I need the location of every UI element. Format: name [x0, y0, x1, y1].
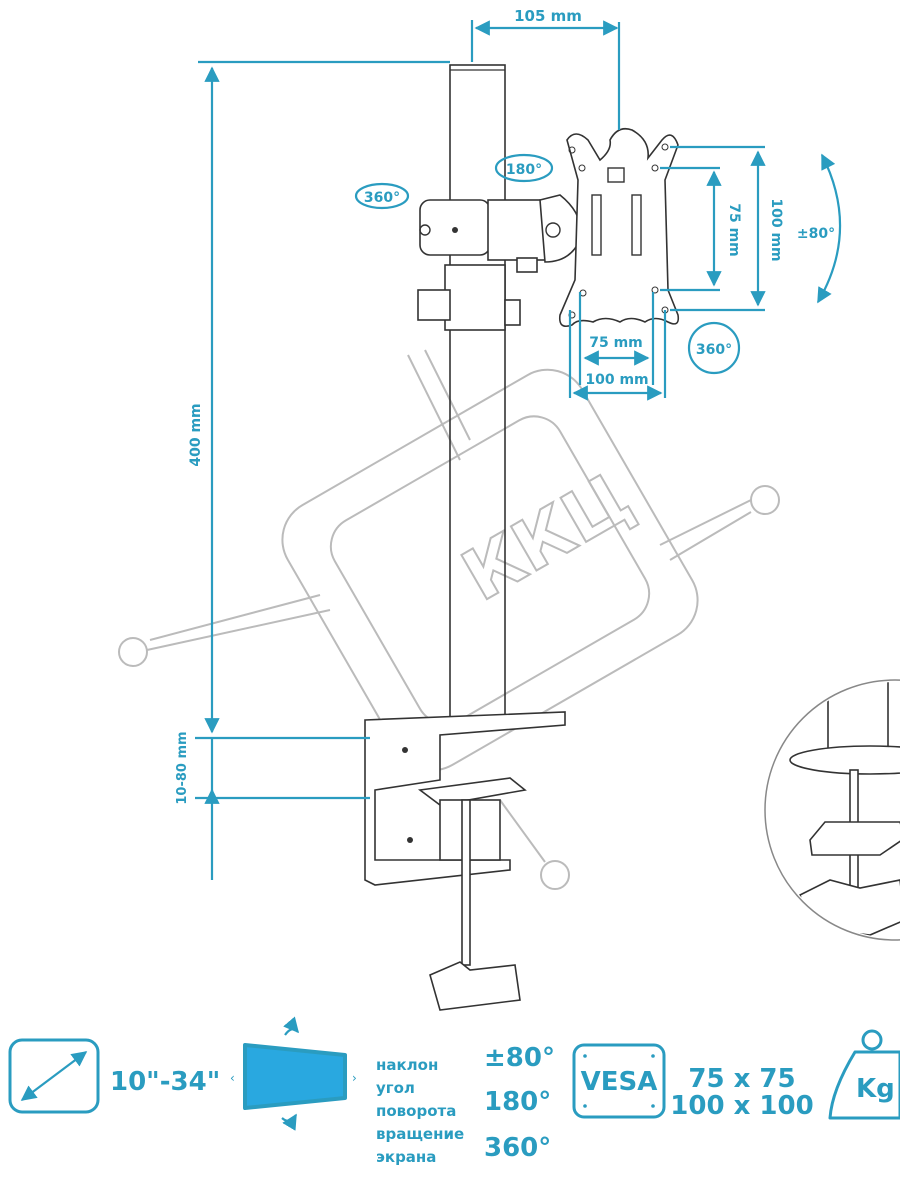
rotation-spec-label-2: экрана: [376, 1148, 436, 1166]
vesa-badge-text: VESA: [581, 1067, 658, 1097]
swivel-spec-value: 180°: [484, 1087, 551, 1117]
weight-unit: Kg: [856, 1074, 895, 1104]
vesa-size-1: 75 x 75: [688, 1064, 795, 1094]
screen-rotation-icon: ‹ ›: [230, 1016, 357, 1131]
svg-text:‹: ‹: [230, 1071, 235, 1085]
rotation-spec-label-1: вращение: [376, 1125, 464, 1143]
dimension-lines: [195, 20, 842, 880]
rotation-spec-value: 360°: [484, 1133, 551, 1163]
tilt-spec-value: ±80°: [484, 1043, 555, 1073]
arm-reach-label: 105 mm: [514, 7, 582, 25]
svg-text:›: ›: [352, 1071, 357, 1085]
vesa-75-vertical-label: 75 mm: [726, 203, 742, 257]
clamp-detail-inset: [764, 679, 900, 941]
vesa-100-horizontal-label: 100 mm: [585, 372, 648, 388]
vesa-100-vertical-label: 100 mm: [768, 198, 784, 261]
swivel-spec-label-2: поворота: [376, 1102, 456, 1120]
tilt-spec-label: наклон: [376, 1056, 438, 1074]
vesa-size-2: 100 x 100: [670, 1091, 813, 1121]
clamp-range-label: 10-80 mm: [175, 731, 190, 804]
screen-size-value: 10"-34": [110, 1067, 220, 1097]
screen-size-icon: [8, 1038, 100, 1114]
arm-rotation-label: 360°: [364, 190, 400, 206]
desk-clamp: [364, 711, 566, 1011]
watermark-text: ККЦ: [449, 456, 645, 617]
tilt-label: ±80°: [797, 226, 835, 242]
pole-height-label: 400 mm: [188, 403, 204, 466]
arm-bracket: [417, 194, 582, 331]
specs-strip: 10"-34" ‹ › наклон угол поворота вращени…: [8, 1016, 900, 1166]
swivel-spec-label-1: угол: [376, 1079, 415, 1097]
screen-rotation-label: 360°: [696, 342, 732, 358]
vesa-plate: [558, 127, 680, 328]
vesa-icon: [572, 1043, 666, 1119]
swivel-label: 180°: [506, 162, 542, 178]
vesa-75-horizontal-label: 75 mm: [589, 335, 643, 351]
weight-icon: Kg: [828, 1029, 900, 1120]
